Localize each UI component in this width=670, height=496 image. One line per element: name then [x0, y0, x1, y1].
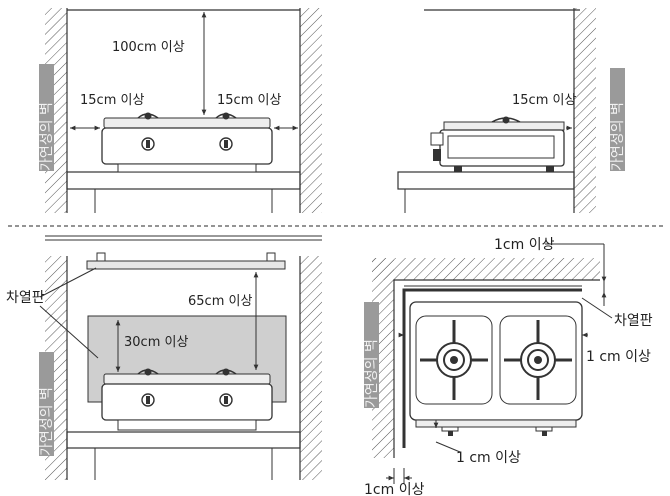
panel-bottom-right: 가연성의 벽 1cm 이상 차열판 1 cm 이상 1 cm 이상 1cm 이상: [364, 237, 653, 496]
stove-top-icon: [409, 301, 583, 436]
clearance-front-label: 1 cm 이상: [456, 450, 521, 466]
stove-side-icon: [430, 116, 565, 172]
clearance-side-label: 15cm 이상: [512, 93, 576, 108]
panel-top-right: 가연성의 벽 15cm 이상: [397, 8, 626, 213]
clearance-bottom-label: 1cm 이상: [364, 482, 425, 496]
heat-shield-label: 차열판: [6, 290, 45, 306]
stove-front-icon: [101, 112, 273, 173]
clearance-left-label: 15cm 이상: [80, 93, 144, 108]
stove-front-icon: [101, 368, 273, 431]
wall-label: 가연성의 벽: [364, 339, 380, 408]
clearance-shield-label: 30cm 이상: [124, 335, 188, 350]
wall-label: 가연성의 벽: [39, 387, 55, 456]
clearance-top-label: 1cm 이상: [494, 237, 555, 253]
clearance-side-label: 1 cm 이상: [586, 349, 651, 365]
wall-label: 가연성의 벽: [39, 102, 55, 171]
heat-shield-label: 차열판: [614, 313, 653, 329]
clearance-top-label: 100cm 이상: [112, 40, 185, 55]
wall-label: 가연성의 벽: [610, 102, 626, 171]
clearance-hood-label: 65cm 이상: [188, 294, 252, 309]
clearance-right-label: 15cm 이상: [217, 93, 281, 108]
panel-top-left: 가연성의 벽 100cm 이상 15cm 이상 15cm 이상: [39, 8, 322, 213]
panel-bottom-left: 가연성의 벽 차열판 65cm 이상 30cm 이상: [6, 235, 322, 480]
